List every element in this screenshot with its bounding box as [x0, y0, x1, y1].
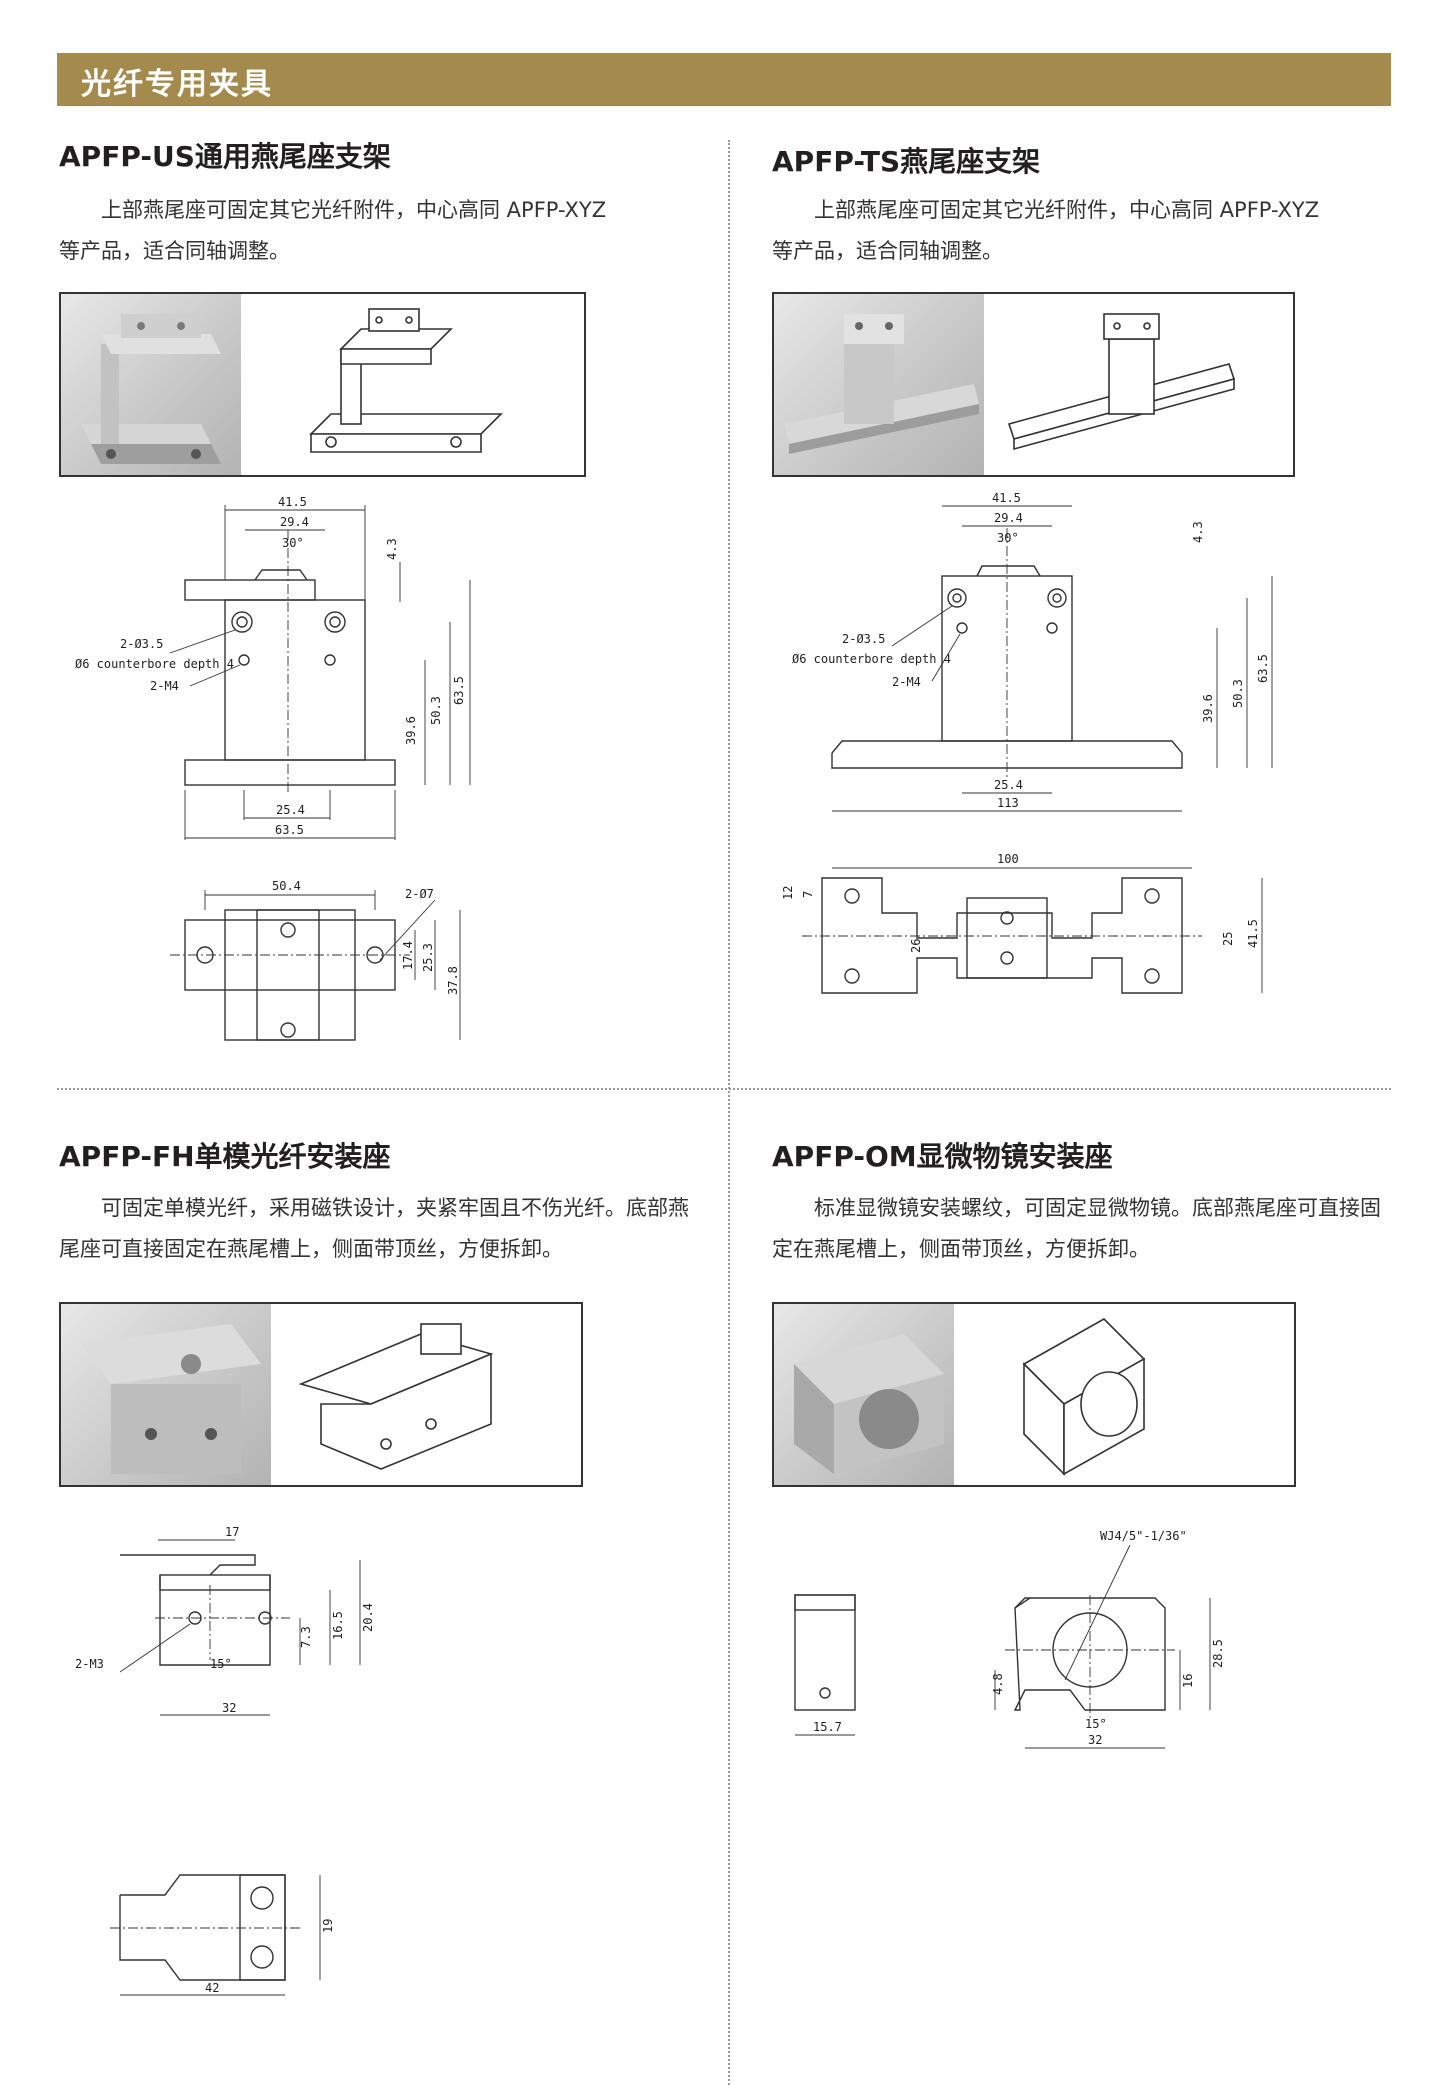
- vertical-divider: [728, 140, 730, 2085]
- dim-counterbore: Ø6 counterbore depth 4: [75, 657, 234, 671]
- product-image-box-apfp-us: [59, 292, 586, 477]
- ts-dim-25: 25: [1221, 932, 1235, 946]
- dim-hole-3-5: 2-Ø3.5: [120, 637, 163, 651]
- dim-4-3: 4.3: [385, 538, 399, 560]
- dim-29-4: 29.4: [280, 515, 309, 529]
- dim-39-6: 39.6: [404, 716, 418, 745]
- ts-dim-26: 26: [909, 939, 923, 953]
- dim-50-4: 50.4: [272, 879, 301, 893]
- product-render-apfp-us: [251, 294, 571, 475]
- om-dim-4-8: 4.8: [991, 1673, 1005, 1695]
- fh-dim-15-deg-1: 15°: [210, 1657, 232, 1671]
- ts-dim-4-3: 4.3: [1191, 521, 1205, 543]
- ts-dim-29-4: 29.4: [994, 511, 1023, 525]
- ts-dim-m4: 2-M4: [892, 675, 921, 689]
- section-desc-apfp-us: 上部燕尾座可固定其它光纤附件，中心高同 APFP-XYZ 等产品，适合同轴调整。: [59, 198, 607, 263]
- product-photo-apfp-us: [61, 294, 241, 475]
- fh-dim-16-5: 16.5: [331, 1611, 345, 1640]
- product-render-apfp-om: [1014, 1304, 1284, 1485]
- section-title-apfp-fh: APFP-FH单模光纤安装座: [59, 1140, 391, 1173]
- om-dim-thread: WJ4/5"-1/36": [1100, 1529, 1187, 1543]
- om-dim-28-5: 28.5: [1211, 1639, 1225, 1668]
- dim-m4: 2-M4: [150, 679, 179, 693]
- dim-41-5: 41.5: [278, 495, 307, 509]
- section-title-apfp-om: APFP-OM显微物镜安装座: [772, 1140, 1113, 1173]
- section-desc-apfp-fh: 可固定单模光纤，采用磁铁设计，夹紧牢固且不伤光纤。底部燕尾座可直接固定在燕尾槽上…: [59, 1196, 689, 1261]
- ts-dim-7: 7: [801, 891, 815, 898]
- tech-drawing-apfp-us: 41.5 29.4 30° 4.3 2-Ø3.5 Ø6 counterbore …: [75, 495, 471, 1041]
- dim-17-4: 17.4: [401, 941, 415, 970]
- dim-25-3: 25.3: [421, 943, 435, 972]
- ts-dim-41-5-v: 41.5: [1246, 919, 1260, 948]
- product-photo-apfp-ts: [774, 294, 984, 475]
- om-dim-16: 16: [1181, 1674, 1195, 1688]
- fh-dim-32: 32: [222, 1701, 236, 1715]
- product-render-apfp-ts: [989, 294, 1289, 475]
- ts-dim-113: 113: [997, 796, 1019, 810]
- dim-25-4: 25.4: [276, 803, 305, 817]
- fh-dim-19: 19: [321, 1919, 335, 1933]
- dim-50-3: 50.3: [429, 696, 443, 725]
- ts-dim-50-3: 50.3: [1231, 679, 1245, 708]
- product-image-box-apfp-om: [772, 1302, 1296, 1487]
- ts-dim-41-5: 41.5: [992, 491, 1021, 505]
- product-photo-apfp-om: [774, 1304, 954, 1485]
- tech-drawing-apfp-om: 15.7 WJ4/5"-1/36" 4.8 16 28.5 15° 32: [794, 1529, 1225, 1749]
- fh-dim-42: 42: [205, 1981, 219, 1995]
- ts-dim-30-deg: 30°: [997, 531, 1019, 545]
- section-desc-apfp-ts: 上部燕尾座可固定其它光纤附件，中心高同 APFP-XYZ 等产品，适合同轴调整。: [772, 198, 1320, 263]
- tech-drawing-apfp-fh: 17 2-M3 15° 7.3 16.5 20.4 32 19 42: [75, 1525, 375, 1996]
- product-photo-apfp-fh: [61, 1304, 271, 1485]
- dim-37-8: 37.8: [446, 966, 460, 995]
- ts-dim-63-5: 63.5: [1256, 654, 1270, 683]
- horizontal-divider: [57, 1088, 1391, 1090]
- fh-dim-17: 17: [225, 1525, 239, 1539]
- om-dim-15-7: 15.7: [813, 1720, 842, 1734]
- ts-dim-100: 100: [997, 852, 1019, 866]
- ts-dim-39-6: 39.6: [1201, 694, 1215, 723]
- dim-63-5: 63.5: [452, 676, 466, 705]
- om-dim-15-deg: 15°: [1085, 1717, 1107, 1731]
- tech-drawing-apfp-ts: 41.5 29.4 30° 4.3 2-Ø3.5 Ø6 counterbore …: [781, 491, 1273, 994]
- banner-title: 光纤专用夹具: [81, 67, 273, 102]
- dim-63-5-w: 63.5: [275, 823, 304, 837]
- section-title-apfp-ts: APFP-TS燕尾座支架: [772, 145, 1041, 178]
- om-dim-32: 32: [1088, 1733, 1102, 1747]
- section-title-apfp-us: APFP-US通用燕尾座支架: [59, 140, 391, 173]
- ts-dim-counterbore: Ø6 counterbore depth 4: [792, 652, 951, 666]
- ts-dim-hole: 2-Ø3.5: [842, 632, 885, 646]
- ts-dim-25-4: 25.4: [994, 778, 1023, 792]
- product-image-box-apfp-ts: [772, 292, 1295, 477]
- ts-dim-12: 12: [781, 886, 795, 900]
- section-banner: 光纤专用夹具: [57, 53, 1391, 106]
- dim-30-deg: 30°: [282, 536, 304, 550]
- fh-dim-20-4: 20.4: [361, 1603, 375, 1632]
- fh-dim-7-3: 7.3: [299, 1626, 313, 1648]
- section-desc-apfp-om: 标准显微镜安装螺纹，可固定显微物镜。底部燕尾座可直接固定在燕尾槽上，侧面带顶丝，…: [772, 1196, 1381, 1261]
- product-image-box-apfp-fh: [59, 1302, 583, 1487]
- dim-hole-7: 2-Ø7: [405, 887, 434, 901]
- product-render-apfp-fh: [291, 1304, 571, 1485]
- fh-dim-m3: 2-M3: [75, 1657, 104, 1671]
